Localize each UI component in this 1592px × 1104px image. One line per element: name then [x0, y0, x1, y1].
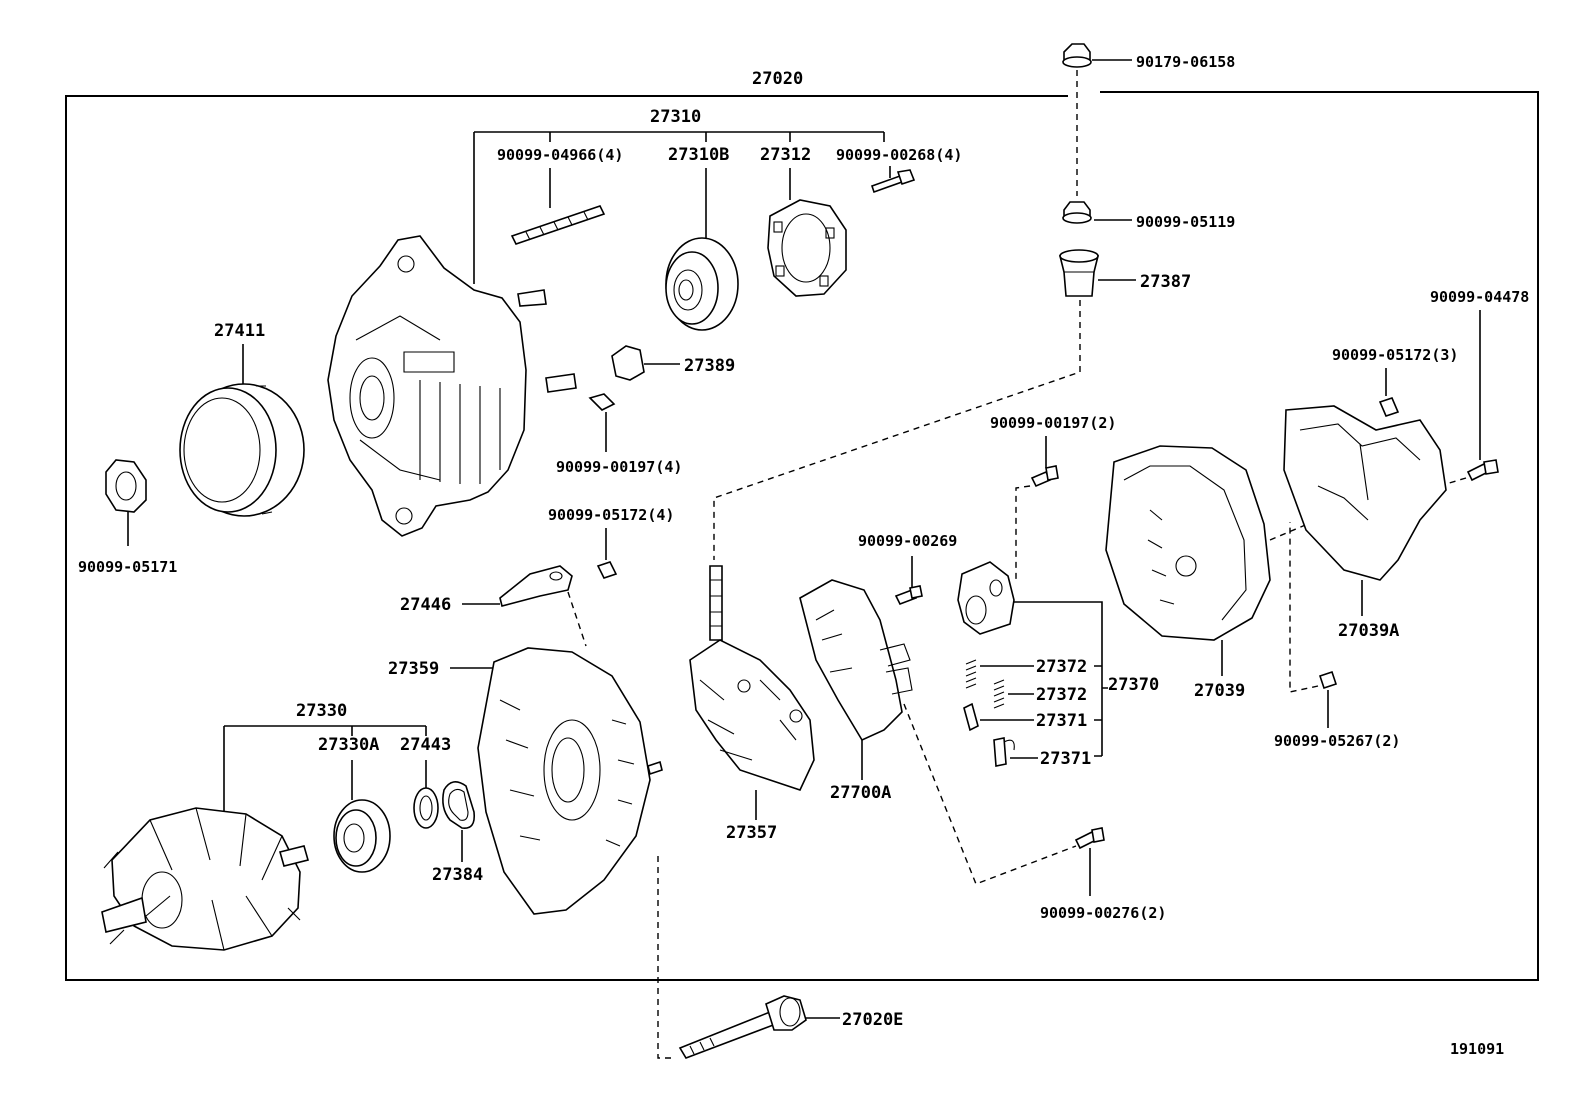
bearing-27310b — [665, 168, 739, 331]
label-27371-a: 27371 — [1036, 711, 1087, 731]
bracket-27446 — [462, 565, 573, 607]
label-27387: 27387 — [1140, 272, 1191, 292]
label-27384: 27384 — [432, 865, 483, 885]
label-27310: 27310 — [650, 107, 701, 127]
dash-regulator — [903, 703, 1077, 885]
nut-90099-05267 — [1318, 670, 1338, 728]
spring-27372-a — [965, 659, 1034, 689]
label-27330a: 27330A — [318, 735, 379, 755]
label-27372-a: 27372 — [1036, 657, 1087, 677]
dash-brush-holder — [1015, 485, 1031, 580]
label-90099-05172-3: 90099-05172(3) — [1332, 346, 1458, 364]
label-90099-04966: 90099-04966(4) — [497, 146, 623, 164]
nut-90099-05172-4 — [596, 528, 618, 579]
label-27312: 27312 — [760, 145, 811, 165]
label-90099-00269: 90099-00269 — [858, 532, 957, 550]
terminal-cover-27039a — [1283, 405, 1447, 616]
brush-27371-b — [993, 737, 1038, 767]
label-27371-b: 27371 — [1040, 749, 1091, 769]
rectifier-end-frame-27359 — [450, 647, 663, 915]
assembly-frame — [65, 91, 1539, 981]
label-27020e: 27020E — [842, 1010, 903, 1030]
figure-code: 191091 — [1450, 1040, 1504, 1058]
screw-90099-00269 — [894, 556, 923, 606]
screw-90099-00268 — [870, 166, 916, 194]
terminal-insulator-27389 — [611, 345, 680, 381]
label-90099-00276: 90099-00276(2) — [1040, 904, 1166, 922]
label-90099-00197-2: 90099-00197(2) — [990, 414, 1116, 432]
label-27330: 27330 — [296, 701, 347, 721]
label-90099-05119: 90099-05119 — [1136, 213, 1235, 231]
label-90179-06158: 90179-06158 — [1136, 53, 1235, 71]
leader-27330 — [223, 725, 427, 812]
screw-90099-00197-2 — [1030, 436, 1059, 488]
nut-90179-06158 — [1062, 43, 1132, 68]
rectifier-27357 — [689, 565, 815, 820]
screw-90099-00197-4 — [588, 393, 616, 452]
label-90099-05267: 90099-05267(2) — [1274, 732, 1400, 750]
screw-90099-00276 — [1074, 827, 1105, 896]
brush-holder-27370 — [957, 561, 1108, 757]
dash-05267 — [1289, 522, 1319, 693]
stud-90099-04966 — [510, 168, 606, 245]
leader-27310 — [473, 131, 885, 284]
label-27039: 27039 — [1194, 681, 1245, 701]
label-27411: 27411 — [214, 321, 265, 341]
label-27372-b: 27372 — [1036, 685, 1087, 705]
nut-90099-05119 — [1062, 201, 1132, 224]
label-90099-00268: 90099-00268(4) — [836, 146, 962, 164]
label-27359: 27359 — [388, 659, 439, 679]
bearing-cover-27443 — [413, 760, 439, 829]
label-90099-04478: 90099-04478 — [1430, 288, 1529, 306]
insulator-27387 — [1058, 249, 1136, 297]
label-27310b: 27310B — [668, 145, 729, 165]
label-27357: 27357 — [726, 823, 777, 843]
label-27370: 27370 — [1108, 675, 1159, 695]
label-27020: 27020 — [752, 69, 803, 89]
dash-04478 — [1445, 477, 1467, 485]
nut-90099-05171 — [105, 459, 147, 546]
brush-27371-a — [963, 702, 1034, 732]
dash-through-bolt — [657, 856, 676, 1059]
gasket-27384 — [442, 781, 476, 862]
label-90099-05172-4: 90099-05172(4) — [548, 506, 674, 524]
label-90099-00197-4: 90099-00197(4) — [556, 458, 682, 476]
rear-cover-27039 — [1105, 445, 1271, 676]
label-27389: 27389 — [684, 356, 735, 376]
bearing-27330a — [333, 760, 391, 873]
drive-end-frame — [327, 235, 577, 537]
regulator-27700a — [799, 579, 913, 780]
spring-27372-b — [993, 679, 1034, 709]
retainer-plate-27312 — [767, 168, 847, 297]
label-27039a: 27039A — [1338, 621, 1399, 641]
dash-terminal — [713, 300, 1081, 560]
pulley-27411 — [179, 344, 305, 517]
label-27446: 27446 — [400, 595, 451, 615]
label-90099-05171: 90099-05171 — [78, 558, 177, 576]
rotor-27330 — [101, 807, 309, 951]
screw-90099-04478 — [1466, 310, 1499, 482]
label-27700a: 27700A — [830, 783, 891, 803]
nut-90099-05172-3 — [1378, 368, 1400, 417]
through-bolt-27020e — [678, 995, 840, 1059]
dash-27446 — [567, 591, 587, 647]
label-27443: 27443 — [400, 735, 451, 755]
